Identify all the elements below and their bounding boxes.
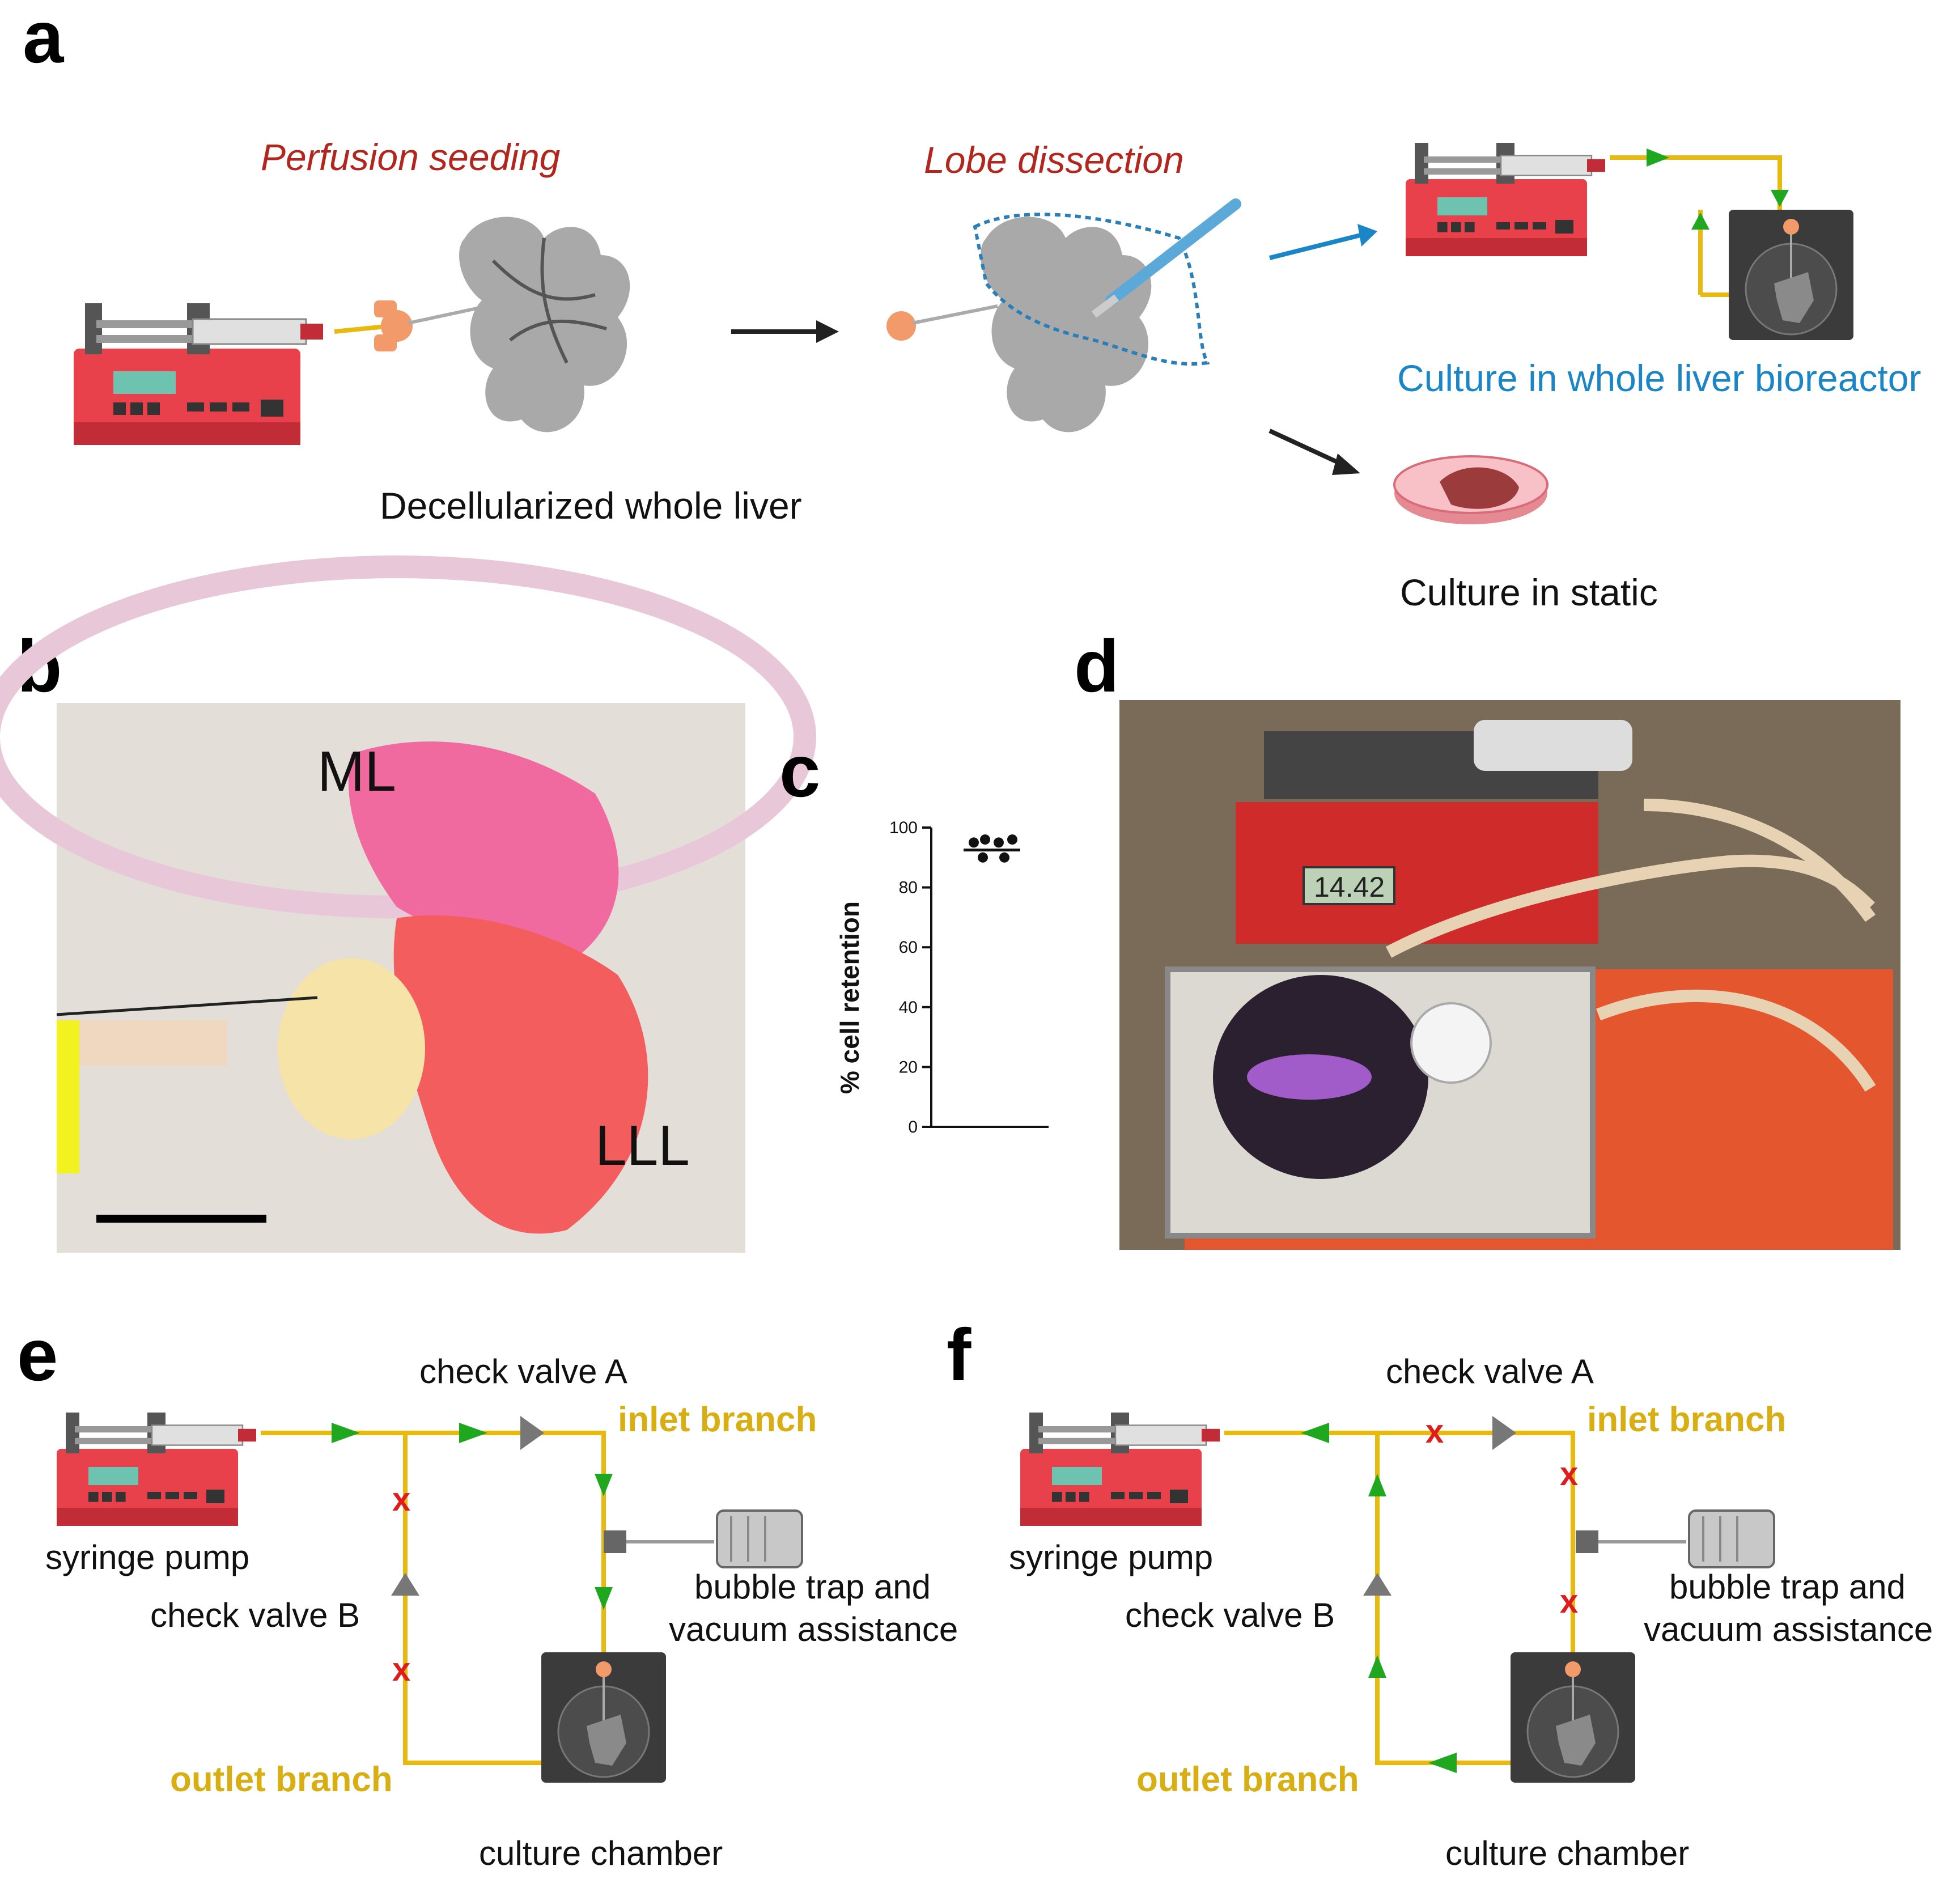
e-bubble-trap-label-2: vacuum assistance: [669, 1610, 958, 1648]
e-check-valve-b-label: check valve B: [150, 1596, 360, 1634]
decellularized-liver-caption: Decellularized whole liver: [380, 485, 802, 527]
y-ticks: 0 20 40 60 80 100: [889, 818, 931, 1136]
panel-a: a Perfusion seeding Decellularized whole…: [23, 0, 1921, 613]
panel-a-letter: a: [23, 0, 65, 78]
ml-lobe-label: ML: [317, 740, 396, 803]
bioreactor-caption: Culture in whole liver bioreactor: [1397, 357, 1921, 399]
f-inlet-branch-label: inlet branch: [1587, 1400, 1786, 1439]
f-bubble-trap-label-2: vacuum assistance: [1644, 1610, 1933, 1648]
panel-b: b ML LLL: [0, 555, 816, 1253]
data-points: [964, 834, 1020, 863]
liver-lobe-photo: [0, 555, 816, 1253]
syringe-pump-icon: [73, 302, 324, 446]
e-blocked-upper-mark: x: [392, 1481, 410, 1518]
lll-lobe-label: LLL: [595, 1114, 690, 1177]
cannula-icon: [374, 300, 488, 351]
static-caption: Culture in static: [1400, 571, 1658, 613]
e-check-valve-b-icon: [391, 1573, 419, 1596]
y-tick-label: 20: [899, 1058, 918, 1076]
panel-d-letter: d: [1074, 625, 1119, 707]
e-culture-chamber-icon: [540, 1651, 667, 1784]
f-outlet-branch-label: outlet branch: [1136, 1760, 1359, 1799]
e-culture-chamber-label: culture chamber: [479, 1834, 723, 1872]
scalpel-icon: [1091, 198, 1241, 318]
f-check-valve-a-icon: [1492, 1416, 1516, 1450]
data-point: [969, 837, 979, 848]
data-point: [980, 834, 990, 845]
y-tick-label: 80: [899, 879, 918, 897]
f-bubble-trap-label-1: bubble trap and: [1669, 1568, 1906, 1606]
f-blocked-inlet-upper-mark: x: [1560, 1456, 1578, 1492]
e-vacuum-pump-icon: [716, 1509, 803, 1568]
y-tick-label: 100: [889, 818, 918, 837]
data-point: [994, 837, 1004, 848]
panel-f-letter: f: [947, 1313, 971, 1396]
perfusion-seeding-label: Perfusion seeding: [261, 136, 561, 178]
panel-e: e x x check valve A inlet branch syringe…: [17, 1313, 958, 1872]
cannula-icon-2: [886, 304, 998, 341]
f-blocked-valve-a-mark: x: [1426, 1413, 1444, 1450]
data-point: [1007, 834, 1017, 845]
panel-c: c 0 20 40 60 80 100 % cell retention: [779, 730, 1049, 1136]
panel-f: f x x x check valve A inlet branch syrin…: [947, 1313, 1933, 1872]
petri-dish-icon: [1393, 455, 1549, 524]
bioreactor-setup-photo: 14.42: [1119, 700, 1900, 1250]
bioreactor-pump-icon: [1405, 142, 1606, 257]
data-point: [978, 852, 988, 863]
e-syringe-pump-icon: [56, 1411, 257, 1527]
f-culture-chamber-label: culture chamber: [1445, 1834, 1689, 1872]
e-bubble-trap-label-1: bubble trap and: [694, 1568, 931, 1606]
f-check-valve-b-icon: [1363, 1573, 1391, 1596]
panel-d: d 14.42: [1074, 625, 1900, 1250]
f-blocked-inlet-lower-mark: x: [1560, 1583, 1578, 1620]
y-tick-label: 0: [908, 1118, 918, 1136]
arrow-to-static: [1269, 429, 1344, 467]
e-syringe-pump-label: syringe pump: [45, 1538, 249, 1576]
f-culture-chamber-icon: [1509, 1651, 1636, 1784]
f-syringe-pump-label: syringe pump: [1009, 1538, 1213, 1576]
y-tick-label: 60: [899, 938, 918, 957]
e-inlet-branch-label: inlet branch: [618, 1400, 817, 1439]
f-vacuum-pump-icon: [1688, 1509, 1775, 1568]
arrow-to-bioreactor: [1269, 233, 1361, 260]
pump-display-readout: 14.42: [1314, 871, 1385, 903]
f-check-valve-b-label: check valve B: [1125, 1596, 1335, 1634]
y-tick-label: 40: [899, 998, 918, 1017]
e-outlet-branch-label: outlet branch: [170, 1760, 393, 1799]
data-point: [999, 852, 1009, 863]
y-axis-label: % cell retention: [835, 901, 864, 1094]
e-check-valve-a-icon: [520, 1416, 544, 1450]
bioreactor-chamber-icon: [1728, 209, 1855, 341]
f-check-valve-a-label: check valve A: [1386, 1352, 1594, 1390]
e-check-valve-a-label: check valve A: [419, 1352, 627, 1390]
f-syringe-pump-icon: [1019, 1411, 1221, 1527]
panel-e-letter: e: [17, 1313, 58, 1396]
dissected-liver-icon: [973, 213, 1210, 432]
panel-c-letter: c: [779, 730, 820, 812]
e-blocked-lower-mark: x: [392, 1651, 410, 1688]
lobe-dissection-label: Lobe dissection: [924, 139, 1184, 181]
decellularized-liver-icon: [459, 217, 630, 432]
